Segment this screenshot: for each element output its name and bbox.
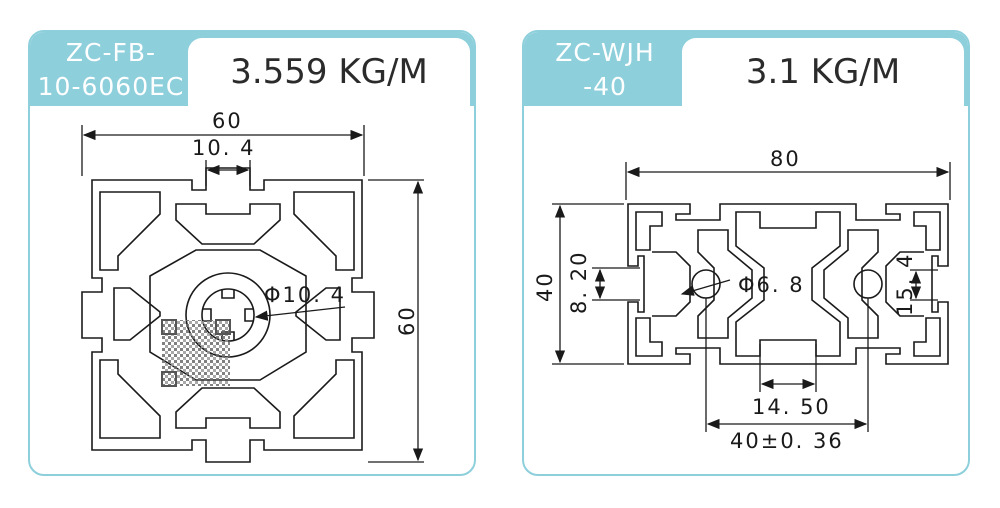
dim-right-height-label: 15. 4 bbox=[893, 253, 917, 316]
profile-outline bbox=[81, 167, 375, 463]
model-code: ZC-WJH -40 bbox=[530, 36, 680, 104]
hole-right bbox=[853, 269, 883, 299]
slot-bottom bbox=[175, 387, 281, 429]
dim-height-label: 40 bbox=[533, 271, 557, 302]
left-dimensions bbox=[81, 125, 424, 463]
profile-outline bbox=[627, 203, 949, 365]
weight-label: 3.559 KG/M bbox=[188, 38, 470, 106]
cavity-top-right bbox=[293, 191, 355, 271]
dim-height-label: 60 bbox=[395, 305, 419, 336]
cavity-bottom-left bbox=[99, 359, 161, 439]
web-left bbox=[697, 229, 753, 339]
model-code-line2: -40 bbox=[583, 72, 627, 101]
weight-label: 3.1 KG/M bbox=[682, 38, 964, 106]
right-dimensions bbox=[552, 162, 951, 432]
slot-corner-tl bbox=[635, 211, 663, 251]
model-code: ZC-FB- 10-6060EC bbox=[36, 36, 186, 104]
slot-corner-tr bbox=[913, 211, 941, 251]
slot-left bbox=[652, 251, 691, 317]
slot-corner-bl bbox=[635, 317, 663, 357]
dim-slot-label: 10. 4 bbox=[192, 136, 255, 160]
dim-pitch-label: 40±0. 36 bbox=[730, 429, 844, 453]
model-code-line2: 10-6060EC bbox=[37, 72, 185, 101]
slot-right bbox=[885, 251, 924, 317]
model-code-line1: ZC-FB- bbox=[65, 38, 157, 67]
profile-card-left: ZC-FB- 10-6060EC 3.559 KG/M bbox=[28, 30, 476, 476]
slot-corner-br bbox=[913, 317, 941, 357]
cavity-bottom-right bbox=[293, 359, 355, 439]
slot-top bbox=[175, 203, 281, 245]
dim-width-label: 60 bbox=[212, 109, 243, 133]
center-cavity bbox=[735, 211, 841, 357]
dim-slot-height-label: 8. 20 bbox=[567, 251, 591, 314]
bore-splines bbox=[202, 289, 254, 341]
dim-hole-label: Φ6. 8 bbox=[738, 273, 805, 297]
web-right bbox=[823, 229, 879, 339]
profile-8040-drawing bbox=[627, 203, 949, 365]
dim-center-slot-label: 14. 50 bbox=[752, 395, 831, 419]
profile-6060-drawing bbox=[81, 167, 375, 463]
qr-code bbox=[162, 320, 230, 386]
dim-bore-label: Φ10. 4 bbox=[264, 283, 346, 307]
cavity-top-left bbox=[99, 191, 161, 271]
model-code-line1: ZC-WJH bbox=[555, 38, 655, 67]
dim-width-label: 80 bbox=[770, 147, 801, 171]
slot-left bbox=[113, 287, 161, 341]
slot-right bbox=[295, 287, 341, 341]
profile-card-right: ZC-WJH -40 3.1 KG/M bbox=[522, 30, 970, 476]
